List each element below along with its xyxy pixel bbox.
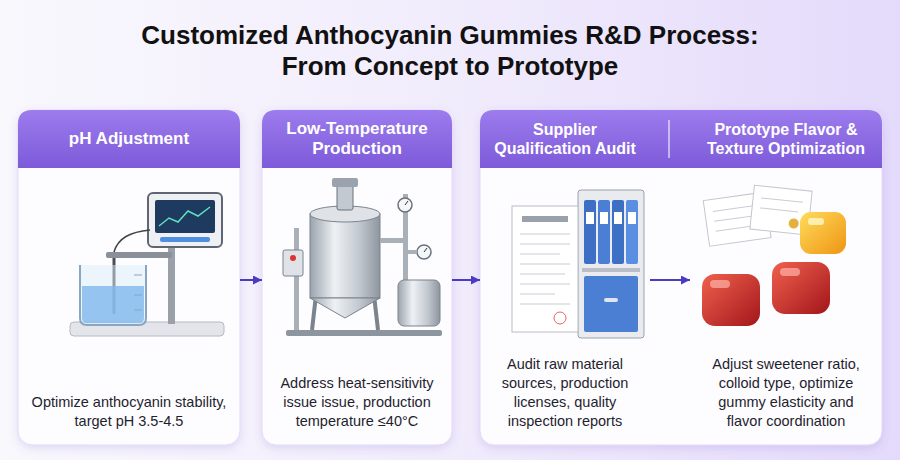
- process-step: Supplier Qualification AuditAudit raw ma…: [480, 110, 650, 445]
- illustration-part: [772, 262, 830, 314]
- illustration-part: [114, 230, 150, 252]
- illustration-part: [417, 245, 431, 259]
- panel: [262, 110, 452, 445]
- illustration-part: [134, 275, 142, 276]
- process-step: Prototype Flavor & Texture OptimizationA…: [690, 110, 882, 445]
- document-cabinet-illustration: [512, 190, 644, 338]
- panel: [480, 110, 882, 445]
- panel-header-bar: [480, 110, 882, 168]
- illustration-part: [586, 212, 594, 224]
- illustration-part: [148, 193, 222, 247]
- illustration-part: [398, 198, 412, 212]
- illustration-part: [520, 234, 570, 235]
- illustration-part: [512, 206, 578, 332]
- illustration-part: [290, 255, 296, 261]
- illustration-part: [612, 200, 624, 264]
- illustration-part: [780, 268, 800, 276]
- illustration-part: [578, 190, 644, 338]
- illustration-part: [380, 238, 405, 243]
- step-heading: Low-Temperature Production: [262, 110, 452, 168]
- illustration-part: [582, 268, 640, 272]
- step-heading: pH Adjustment: [18, 110, 240, 168]
- step-heading: Prototype Flavor & Texture Optimization: [690, 110, 882, 168]
- illustration-part: [520, 274, 565, 275]
- illustration-part: [405, 201, 408, 205]
- illustration-part: [310, 298, 380, 318]
- illustration-part: [520, 254, 560, 255]
- illustration-part: [134, 310, 142, 311]
- reactor-illustration: [283, 178, 442, 336]
- illustration-part: [600, 212, 608, 224]
- panel: [18, 110, 240, 445]
- illustration-part: [337, 184, 353, 210]
- illustration-part: [294, 228, 299, 330]
- illustration-part: [520, 284, 570, 285]
- step-description: Address heat-sensitivity issue issue, pr…: [262, 374, 452, 431]
- illustration-part: [106, 252, 172, 258]
- illustration-part: [584, 276, 638, 332]
- illustration-part: [614, 212, 622, 224]
- illustration-part: [160, 237, 210, 242]
- illustration-part: [800, 212, 846, 254]
- illustration-part: [80, 265, 146, 325]
- illustration-part: [408, 250, 417, 254]
- illustration-part: [155, 200, 215, 233]
- illustration-part: [760, 208, 798, 212]
- illustration-part: [522, 216, 568, 222]
- illustration-part: [520, 244, 570, 245]
- illustration-part: [584, 200, 596, 264]
- illustration-part: [598, 200, 610, 264]
- illustration-part: [761, 198, 803, 202]
- step-description: Audit raw material sources, production l…: [480, 355, 650, 432]
- illustration-part: [520, 304, 570, 305]
- flow-arrow: [452, 279, 480, 281]
- illustration-part: [554, 312, 566, 324]
- illustration-part: [82, 286, 144, 323]
- flow-arrow: [650, 279, 690, 281]
- illustration-part: [808, 218, 824, 225]
- step-description: Optimize anthocyanin stability, target p…: [18, 393, 240, 431]
- illustration-part: [398, 280, 440, 326]
- illustration-part: [714, 216, 755, 222]
- illustration-part: [286, 330, 442, 336]
- process-step: Low-Temperature ProductionAddress heat-s…: [262, 110, 452, 445]
- illustration-part: [520, 294, 555, 295]
- panel-header-bar: [18, 110, 240, 168]
- illustration-part: [702, 274, 760, 326]
- illustration-part: [283, 250, 303, 276]
- illustration-part: [310, 214, 380, 298]
- illustration-part: [134, 295, 142, 296]
- panel-header-bar: [262, 110, 452, 168]
- illustration-part: [604, 298, 618, 302]
- step-description: Adjust sweetener ratio, colloid type, op…: [690, 355, 882, 432]
- ph-meter-illustration: [70, 193, 224, 336]
- gummies-illustration: [702, 185, 846, 326]
- illustration-part: [710, 280, 730, 288]
- illustration-part: [788, 218, 799, 229]
- step-heading: Supplier Qualification Audit: [480, 110, 650, 168]
- illustration-part: [628, 212, 636, 224]
- illustration-part: [159, 207, 210, 226]
- flow-arrow: [240, 279, 262, 281]
- header-divider: [668, 120, 670, 158]
- illustration-part: [520, 264, 570, 265]
- diagram-title: Customized Anthocyanin Gummies R&D Proce…: [125, 20, 775, 82]
- illustration-part: [424, 248, 427, 252]
- process-step: pH AdjustmentOptimize anthocyanin stabil…: [18, 110, 240, 445]
- illustration-part: [626, 200, 638, 264]
- illustration-part: [332, 178, 358, 187]
